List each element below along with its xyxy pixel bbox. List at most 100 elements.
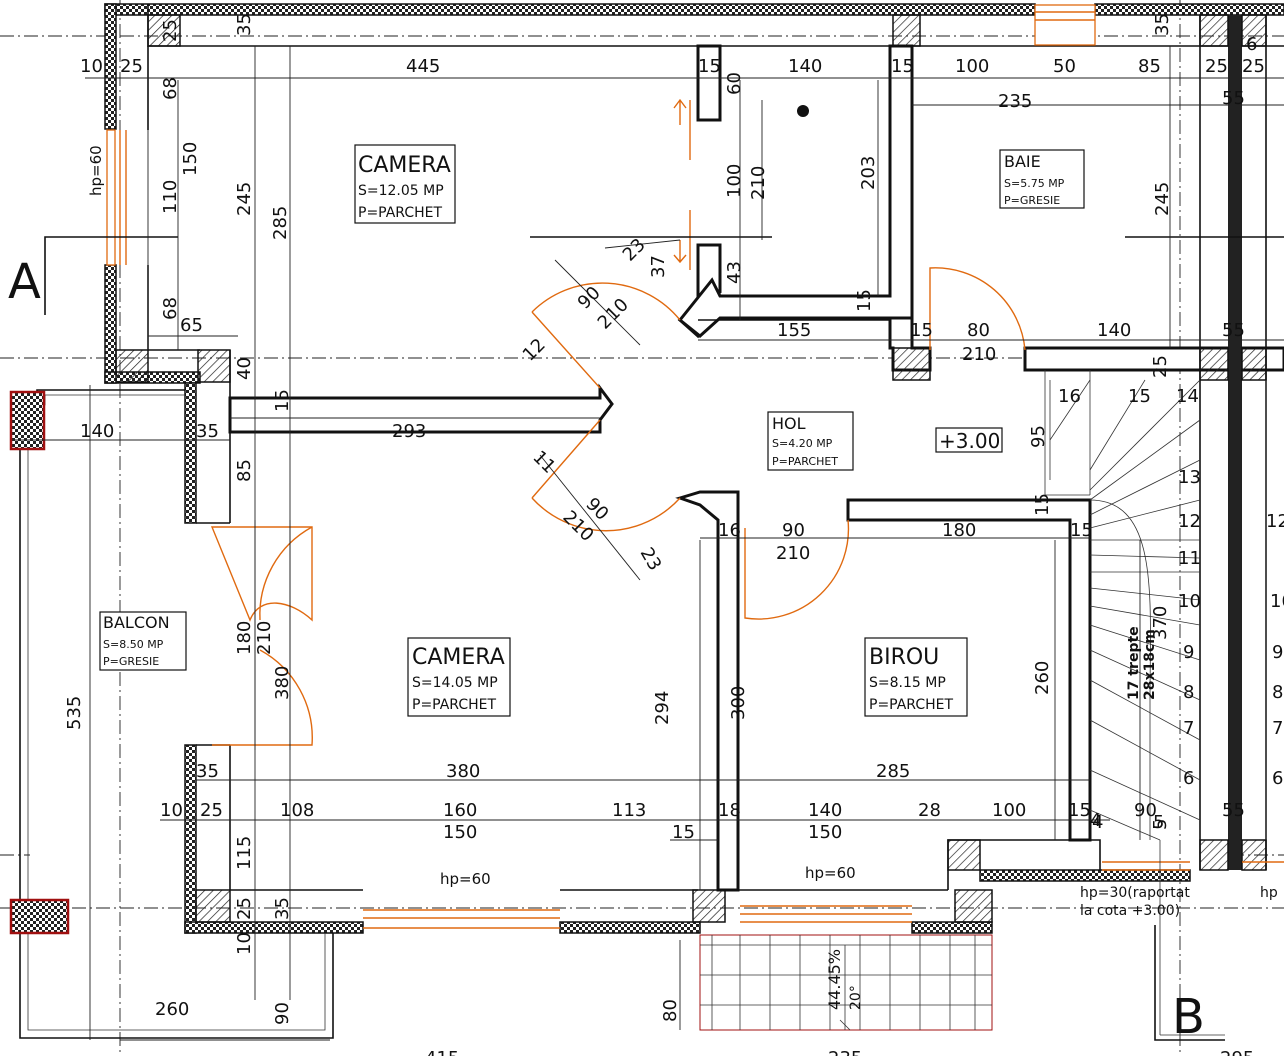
dimension-text: 12 (519, 334, 550, 365)
stair-step-number: 7 (1272, 718, 1283, 739)
dimension-text: 245 (1152, 182, 1173, 216)
dimension-text: 15 (272, 389, 293, 412)
stair-step-number: 6 (1183, 768, 1194, 789)
dimension-text: 10 (234, 932, 255, 955)
dimension-text: 180 (234, 621, 255, 655)
dimension-text: 55 (1222, 320, 1245, 341)
dimension-text: 203 (858, 156, 879, 190)
dimension-text: 260 (1032, 661, 1053, 695)
stair-step-number: 8 (1183, 682, 1194, 703)
dimension-text: 294 (652, 691, 673, 725)
room-name: CAMERA (358, 153, 451, 178)
dimension-text: 15 (1068, 800, 1091, 821)
stair-step-number: 10 (1270, 591, 1284, 612)
window-note: hp=60 (440, 870, 491, 888)
roof-angle-label: 20° (848, 985, 864, 1010)
dimension-text: 380 (272, 666, 293, 700)
dimension-text: 100 (955, 56, 989, 77)
dimension-text: 110 (160, 180, 181, 214)
dimension-text: 85 (1138, 56, 1161, 77)
dimension-text: 370 (1150, 606, 1171, 640)
dimension-text: 10 (80, 56, 103, 77)
room-name: CAMERA (412, 645, 505, 670)
dimension-text: 245 (234, 182, 255, 216)
window-note: hp=30(raportat (1080, 885, 1190, 901)
section-marker-a: A (8, 254, 41, 310)
room-floor: P=PARCHET (869, 697, 953, 713)
dimension-text: 150 (808, 822, 842, 843)
room-name: BAIE (1004, 152, 1041, 171)
dimension-text: 10 (160, 800, 183, 821)
section-marker-b: B (1172, 989, 1205, 1045)
room-area: S=12.05 MP (358, 183, 444, 199)
dimension-text: 40 (234, 357, 255, 380)
dimension-text: 23 (619, 234, 650, 265)
dimension-text: 150 (443, 822, 477, 843)
ceiling-light-icon (797, 105, 809, 117)
dimension-text: 25 (1150, 355, 1171, 378)
dimension-text: 5 (1150, 819, 1171, 830)
room-floor: P=PARCHET (358, 205, 442, 221)
dimension-text: 210 (776, 543, 810, 564)
dimension-text: 210 (962, 344, 996, 365)
dimension-text: 55 (1222, 800, 1245, 821)
elevation-mark: +3.00 (939, 429, 1000, 453)
dimension-texts: 10 25 445 15 140 15 100 50 85 25 25 235 … (80, 56, 1265, 1056)
balcony-outline (9, 389, 334, 1039)
dimension-text: 35 (1152, 13, 1173, 36)
room-floor: P=GRESIE (1004, 194, 1060, 207)
dimension-text: 210 (748, 166, 769, 200)
dimension-text: 140 (1097, 320, 1131, 341)
dimension-text: 18 (718, 800, 741, 821)
dimension-text: 35 (196, 761, 219, 782)
stair-step-number: 8 (1272, 682, 1283, 703)
stair-step-number: 12 (1266, 511, 1284, 532)
dimension-text: 180 (942, 520, 976, 541)
stair-step-number: 15 (1128, 386, 1151, 407)
room-name: BALCON (103, 613, 170, 632)
dimension-text: 415 (425, 1048, 459, 1056)
dimension-text: 4 (1090, 810, 1101, 831)
dimension-text: 25 (234, 897, 255, 920)
dimension-text: 35 (272, 897, 293, 920)
dimension-text: 35 (234, 13, 255, 36)
dimension-text: 90 (1134, 800, 1157, 821)
stair-step-number: 16 (1058, 386, 1081, 407)
dimension-text: 50 (1053, 56, 1076, 77)
dimension-text: 37 (648, 255, 669, 278)
roof-slope-label: 44.45% (825, 949, 844, 1010)
stair-steps-label: 17 trepte (1126, 626, 1142, 700)
stair-step-number: 6 (1272, 768, 1283, 789)
stair-step-number: 12 (1178, 511, 1201, 532)
dimension-text: 15 (891, 56, 914, 77)
dimension-lines (15, 46, 1284, 1041)
dimension-text: 80 (660, 999, 681, 1022)
stair-step-number: 10 (1178, 591, 1201, 612)
dimension-text: 90 (782, 520, 805, 541)
room-name: BIROU (869, 645, 939, 670)
room-label-birou: BIROU S=8.15 MP P=PARCHET (864, 637, 968, 717)
room-floor: P=PARCHET (772, 455, 838, 468)
dimension-text: 65 (180, 315, 203, 336)
dimension-text: 43 (724, 261, 745, 284)
dimension-text: 25 (200, 800, 223, 821)
dimension-text: 68 (160, 297, 181, 320)
room-area: S=5.75 MP (1004, 177, 1065, 190)
dimension-text: 85 (234, 459, 255, 482)
roof-tiles (699, 934, 993, 1031)
windows (106, 4, 1284, 929)
stair-size-label: 28x18cm (1142, 629, 1158, 700)
dimension-text: 25 (1242, 56, 1265, 77)
window-note: hp=60 (805, 864, 856, 882)
dimension-text: 140 (808, 800, 842, 821)
dimension-text: 100 (992, 800, 1026, 821)
room-area: S=4.20 MP (772, 437, 833, 450)
interior-walls (147, 4, 1284, 892)
dimension-text: 15 (1032, 493, 1053, 516)
dimension-text: 55 (1222, 88, 1245, 109)
window-note: hp (1260, 885, 1278, 901)
dimension-text: 28 (918, 800, 941, 821)
dimension-text: 210 (254, 621, 275, 655)
dimension-text: 25 (120, 56, 143, 77)
